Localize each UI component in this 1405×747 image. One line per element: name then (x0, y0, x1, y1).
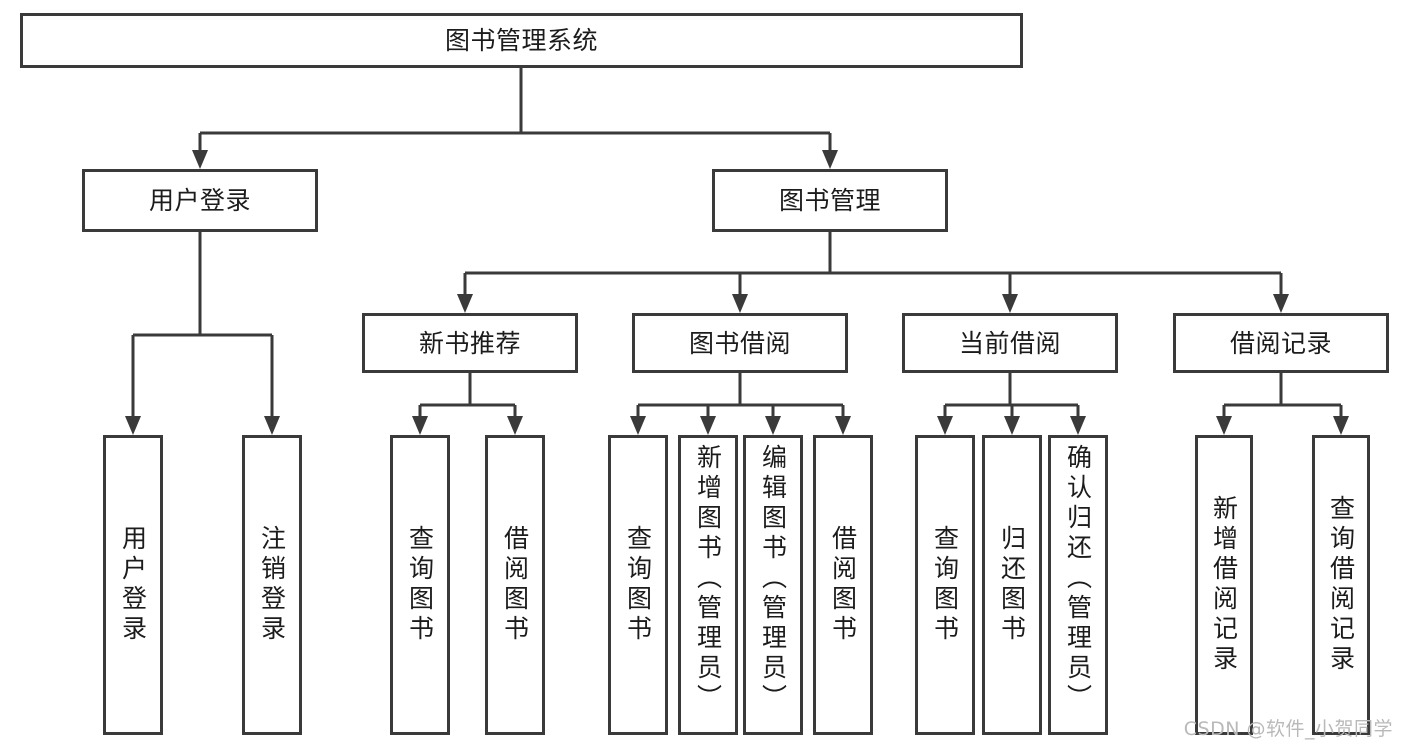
node-label: 图书管理 (778, 186, 881, 215)
node-user-login[interactable]: 用户登录 (82, 169, 318, 232)
leaf-user-login[interactable]: 用户登录 (103, 435, 163, 735)
arrow-book-mgmt-to-l3d (1273, 294, 1289, 313)
leaf-borrow-book-new[interactable]: 借阅图书 (485, 435, 545, 735)
node-label: 新增图书（管理员） (693, 444, 723, 714)
node-label: 注销登录 (257, 525, 287, 645)
node-label: 查询图书 (405, 525, 435, 645)
arrow-book-borrow-to-leaf1 (630, 416, 646, 435)
node-label: 查询图书 (930, 525, 960, 645)
node-label: 确认归还（管理员） (1063, 444, 1093, 714)
node-root-system[interactable]: 图书管理系统 (20, 13, 1023, 68)
node-label: 借阅记录 (1229, 328, 1332, 358)
leaf-confirm-return-admin[interactable]: 确认归还（管理员） (1048, 435, 1108, 735)
arrow-book-borrow-to-leaf2 (700, 416, 716, 435)
arrow-root-to-book-mgmt (822, 150, 838, 169)
leaf-query-borrow-record[interactable]: 查询借阅记录 (1312, 435, 1370, 735)
node-label: 用户登录 (148, 186, 251, 215)
arrow-borrow-record-to-leaf1 (1216, 416, 1232, 435)
arrow-new-book-to-leaf1 (412, 416, 428, 435)
node-label: 当前借阅 (958, 328, 1061, 358)
arrow-current-borrow-to-leaf2 (1004, 416, 1020, 435)
node-borrow-record[interactable]: 借阅记录 (1173, 313, 1389, 373)
node-label: 借阅图书 (500, 525, 530, 645)
arrow-book-mgmt-to-l3c (1002, 294, 1018, 313)
watermark-text: CSDN @软件_小贺同学 (1183, 718, 1393, 740)
node-label: 借阅图书 (828, 525, 858, 645)
leaf-logout[interactable]: 注销登录 (242, 435, 302, 735)
leaf-query-book-borrow[interactable]: 查询图书 (608, 435, 668, 735)
arrow-root-to-user-login (192, 150, 208, 169)
arrow-new-book-to-leaf2 (507, 416, 523, 435)
node-label: 查询图书 (623, 525, 653, 645)
node-label: 图书借阅 (688, 328, 791, 358)
arrow-book-mgmt-to-l3a (457, 294, 473, 313)
node-current-borrow[interactable]: 当前借阅 (902, 313, 1118, 373)
arrow-user-login-to-leaf2 (264, 416, 280, 435)
arrow-book-borrow-to-leaf3 (765, 416, 781, 435)
leaf-query-book-new[interactable]: 查询图书 (390, 435, 450, 735)
node-label: 新增借阅记录 (1209, 495, 1239, 675)
node-label: 新书推荐 (418, 328, 521, 358)
arrow-book-borrow-to-leaf4 (835, 416, 851, 435)
node-label: 编辑图书（管理员） (758, 444, 788, 714)
node-label: 归还图书 (997, 525, 1027, 645)
arrow-borrow-record-to-leaf2 (1333, 416, 1349, 435)
node-new-book-recommend[interactable]: 新书推荐 (362, 313, 578, 373)
leaf-add-borrow-record[interactable]: 新增借阅记录 (1195, 435, 1253, 735)
node-book-management[interactable]: 图书管理 (712, 169, 948, 232)
leaf-return-book[interactable]: 归还图书 (982, 435, 1042, 735)
node-label: 查询借阅记录 (1326, 495, 1356, 675)
arrow-current-borrow-to-leaf1 (937, 416, 953, 435)
leaf-edit-book-admin[interactable]: 编辑图书（管理员） (743, 435, 803, 735)
leaf-add-book-admin[interactable]: 新增图书（管理员） (678, 435, 738, 735)
leaf-borrow-book[interactable]: 借阅图书 (813, 435, 873, 735)
node-book-borrow[interactable]: 图书借阅 (632, 313, 848, 373)
arrow-current-borrow-to-leaf3 (1070, 416, 1086, 435)
node-label: 图书管理系统 (444, 26, 598, 55)
node-label: 用户登录 (118, 525, 148, 645)
arrow-user-login-to-leaf1 (125, 416, 141, 435)
leaf-query-book-current[interactable]: 查询图书 (915, 435, 975, 735)
arrow-book-mgmt-to-l3b (732, 294, 748, 313)
